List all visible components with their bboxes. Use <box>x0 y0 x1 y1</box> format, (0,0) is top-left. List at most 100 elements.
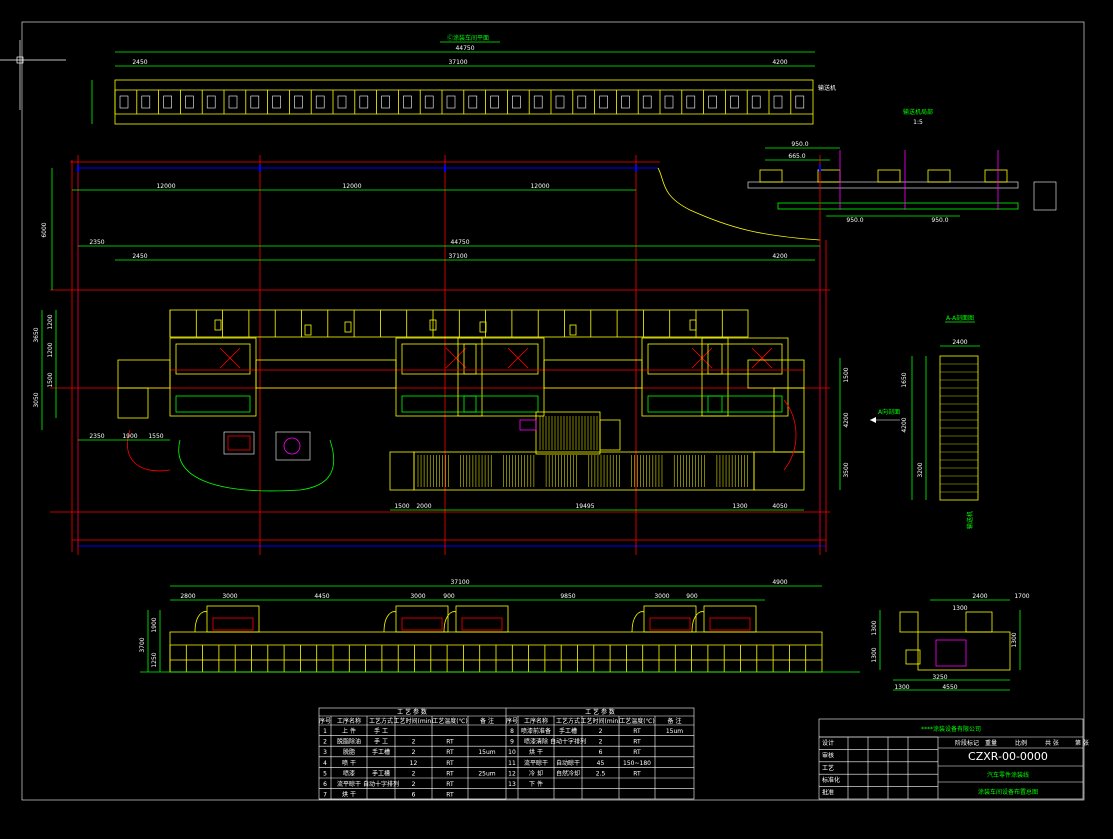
conveyor-hanger <box>185 95 194 109</box>
conveyor-hanger <box>621 95 630 109</box>
booth-filter <box>709 617 751 631</box>
plan-dim-side: 2350 <box>89 239 104 246</box>
elev-dim-7: 3000 <box>654 593 669 600</box>
exhaust-fan-icon <box>445 347 467 369</box>
booth-fixture <box>304 324 312 336</box>
elevation-booth <box>395 605 449 633</box>
table-cell: RT <box>633 728 641 735</box>
plan-bottom-dim-4: 1500 <box>394 503 409 510</box>
drawing-frame <box>21 21 1085 801</box>
table-cell: 烘 干 <box>342 791 356 799</box>
table-cell: 6 <box>412 792 416 799</box>
table-right-caption: 工 艺 参 数 <box>585 708 615 716</box>
table-cell: 自动十字排列 <box>550 738 586 746</box>
spray-booth <box>641 337 729 417</box>
table-cell: 7 <box>323 792 327 799</box>
plan-dim-b: 12000 <box>342 183 361 190</box>
top-plan-note: 输送机 <box>818 84 836 92</box>
elev-dim-right: 4900 <box>772 579 787 586</box>
booth-chamber <box>401 343 477 375</box>
side-dim-2: 1700 <box>1014 593 1029 600</box>
side-dim-5: 4550 <box>942 684 957 691</box>
section-arrow-label: A向剖面 <box>878 408 900 416</box>
table-header-cell: 工序名称 <box>524 717 548 725</box>
section-dim-4: 3200 <box>917 462 924 477</box>
table-cell: 15um <box>478 749 495 756</box>
booth-grate <box>647 395 723 413</box>
booth-fixture <box>344 321 352 333</box>
plan-bottom-dim-8: 4050 <box>772 503 787 510</box>
table-cell: 流平晾干 <box>337 780 361 788</box>
table-header-cell: 序号 <box>319 717 331 725</box>
conveyor-hanger <box>795 95 805 109</box>
plan-right-dim-1: 1500 <box>843 367 850 382</box>
booth-link <box>255 359 397 389</box>
plan-dim-right: 4200 <box>772 253 787 260</box>
booth-link <box>543 359 643 389</box>
booth-chamber <box>175 343 251 375</box>
table-cell: 15um <box>666 728 683 735</box>
elevation-booth <box>643 605 697 633</box>
elev-dim-3: 4450 <box>314 593 329 600</box>
table-cell: 自然冷却 <box>556 769 580 777</box>
plan-dim-left: 2450 <box>132 253 147 260</box>
plan-dim-a: 12000 <box>156 183 175 190</box>
spray-booth <box>395 337 483 417</box>
conveyor-hanger <box>512 95 521 109</box>
table-cell: 45 <box>597 760 605 767</box>
table-cell: 手工槽 <box>372 769 390 777</box>
elev-dim-2: 3000 <box>222 593 237 600</box>
conveyor-hanger <box>664 95 674 109</box>
elev-left-dim-2: 1900 <box>151 617 158 632</box>
table-cell: 6 <box>323 781 327 788</box>
conveyor-hanger <box>337 95 347 109</box>
detail-dim-1: 950.0 <box>791 141 808 148</box>
main-floor-plan: 12000 12000 12000 2350 44750 2450 37100 … <box>33 155 900 555</box>
table-cell: 喷 干 <box>342 759 356 767</box>
title-row-label: 标准化 <box>822 776 840 784</box>
title-row-label: 批准 <box>822 789 834 797</box>
conveyor-hanger <box>490 95 499 109</box>
table-header-cell: 工艺方式 <box>369 717 393 725</box>
conveyor-hanger <box>272 95 281 109</box>
table-cell: RT <box>446 781 454 788</box>
side-elevation: 2400 1700 1300 3250 4550 1300 1300 1300 … <box>871 593 1030 691</box>
conveyor-hanger <box>730 95 739 109</box>
elev-dim-4: 3000 <box>410 593 425 600</box>
conveyor-hanger <box>359 95 369 109</box>
table-cell: 2 <box>599 739 603 746</box>
side-dim-8: 1300 <box>871 647 878 662</box>
top-dim-mid: 37100 <box>448 59 467 66</box>
table-header-cell: 工序名称 <box>337 717 361 725</box>
table-cell: 自动十字排列 <box>363 780 399 788</box>
table-cell: 2 <box>323 739 327 746</box>
conveyor-hanger <box>141 95 151 109</box>
detail-dim-2: 665.0 <box>788 153 805 160</box>
conveyor-hanger <box>424 95 434 109</box>
exhaust-fan-icon <box>219 347 241 369</box>
plan-bottom-dim-5: 2000 <box>416 503 431 510</box>
table-cell: RT <box>446 739 454 746</box>
booth-grate <box>401 395 477 413</box>
conveyor-hanger <box>315 95 325 109</box>
title-header-cell: 阶段标记 <box>955 739 979 747</box>
conveyor-detail: 输送机局部 1:5 950.0 665.0 950.0 950.0 <box>747 108 1057 224</box>
table-cell: RT <box>633 749 641 756</box>
booth-filter <box>649 617 691 631</box>
conveyor-hanger <box>228 95 238 109</box>
title-header-cell: 第 张 <box>1075 739 1089 747</box>
table-cell: RT <box>633 739 641 746</box>
table-cell: 脱脂除油 <box>337 738 361 746</box>
conveyor-hanger <box>163 95 172 109</box>
top-conveyor-plan: Ⓒ涂装车间平面 44750 2450 37100 4200 输送机 <box>91 34 836 125</box>
table-cell: 手工槽 <box>559 727 577 735</box>
title-block: ****涂装设备有限公司 CZXR-00-0000 汽车零件涂装线 涂装车间设备… <box>818 718 1089 800</box>
conveyor-hanger <box>119 95 129 109</box>
table-cell: 喷漆清除 <box>524 738 548 746</box>
table-header-cell: 工艺方式 <box>556 717 580 725</box>
top-dim-right: 4200 <box>772 59 787 66</box>
conveyor-hanger <box>708 95 717 109</box>
detail-dim-4: 950.0 <box>931 217 948 224</box>
title-header-cell: 共 张 <box>1045 739 1059 747</box>
conveyor-hanger <box>686 95 696 109</box>
